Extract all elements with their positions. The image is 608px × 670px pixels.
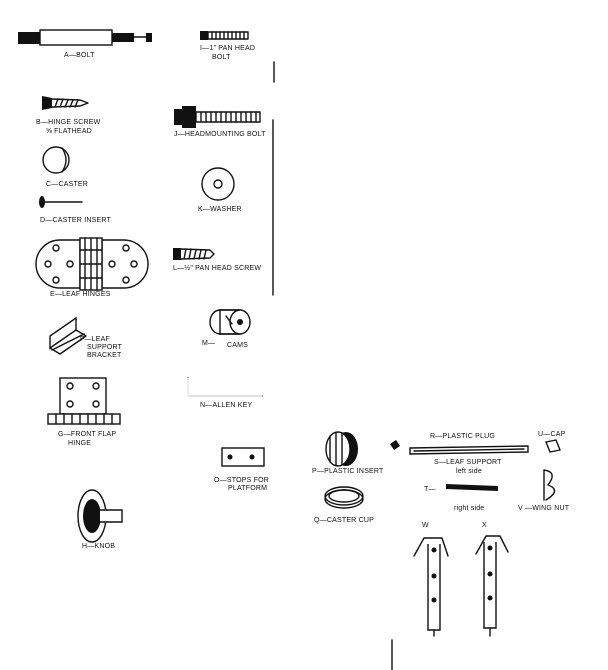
- part-f-leaf-support-bracket: F—LEAF SUPPORT BRACKET: [49, 316, 123, 359]
- part-r-plastic-plug: R—PLASTIC PLUG: [390, 433, 495, 450]
- label-d: D—CASTER INSERT: [40, 217, 111, 224]
- label-t-prefix: T—: [424, 486, 436, 493]
- label-m-text: CAMS: [227, 342, 248, 349]
- part-l-pan-head-screw: L—½" PAN HEAD SCREW: [173, 248, 261, 272]
- part-x-bracket: X: [475, 522, 509, 637]
- part-m-cams: M— CAMS: [202, 309, 251, 349]
- label-r: R—PLASTIC PLUG: [430, 433, 495, 440]
- label-p: P—PLASTIC INSERT: [312, 468, 384, 475]
- label-a: A—BOLT: [64, 52, 95, 59]
- label-x: X: [482, 522, 487, 529]
- label-v: V —WING NUT: [518, 505, 570, 512]
- label-i-line1: I—1" PAN HEAD: [200, 45, 255, 52]
- part-d-caster-insert: D—CASTER INSERT: [39, 196, 111, 224]
- part-j-headmounting-bolt: J—HEADMOUNTING BOLT: [174, 106, 266, 138]
- label-u: U—CAP: [538, 431, 566, 438]
- part-p-plastic-insert: P—PLASTIC INSERT: [312, 431, 384, 475]
- label-b-line2: ⅝ FLATHEAD: [46, 128, 92, 135]
- label-f-line1: F—LEAF: [80, 336, 110, 343]
- part-c-caster: C—CASTER: [42, 146, 88, 188]
- part-b-hinge-screw: B—HINGE SCREW ⅝ FLATHEAD: [36, 96, 101, 135]
- label-o-line2: PLATFORM: [228, 485, 267, 492]
- label-g-line1: G—FRONT FLAP: [58, 431, 116, 438]
- label-f-line3: BRACKET: [87, 352, 122, 359]
- label-s-line2: left side: [456, 468, 482, 475]
- part-t-leaf-support-right: T— right side: [424, 484, 498, 512]
- label-o-line1: O—STOPS FOR: [214, 477, 269, 484]
- label-w: W: [422, 522, 429, 529]
- label-j: J—HEADMOUNTING BOLT: [174, 131, 266, 138]
- label-t-text: right side: [454, 505, 484, 512]
- part-q-caster-cup: Q—CASTER CUP: [314, 486, 374, 524]
- part-k-washer: K—WASHER: [198, 167, 242, 213]
- label-q: Q—CASTER CUP: [314, 517, 374, 524]
- part-u-cap: U—CAP: [538, 431, 566, 453]
- part-i-pan-head-bolt: I—1" PAN HEAD BOLT: [200, 31, 255, 61]
- part-o-stops-for-platform: O—STOPS FOR PLATFORM: [214, 447, 269, 492]
- part-v-wing-nut: V —WING NUT: [518, 469, 570, 512]
- label-s-line1: S—LEAF SUPPORT: [434, 459, 502, 466]
- label-k: K—WASHER: [198, 206, 242, 213]
- label-i-line2: BOLT: [212, 54, 231, 61]
- label-l: L—½" PAN HEAD SCREW: [173, 264, 261, 272]
- label-f-line2: SUPPORT: [87, 344, 123, 351]
- label-g-line2: HINGE: [68, 440, 91, 447]
- label-b-line1: B—HINGE SCREW: [36, 119, 101, 126]
- part-e-leaf-hinges: E—LEAF HINGES: [35, 237, 149, 298]
- label-h: H—KNOB: [82, 543, 115, 550]
- label-m-prefix: M—: [202, 340, 215, 347]
- part-a-bolt: A—BOLT: [18, 29, 152, 59]
- part-g-front-flap-hinge: G—FRONT FLAP HINGE: [47, 377, 121, 447]
- label-c: C—CASTER: [46, 181, 88, 188]
- part-n-allen-key: N—ALLEN KEY: [187, 377, 263, 409]
- part-w-bracket: W: [413, 522, 449, 637]
- label-e: E—LEAF HINGES: [50, 291, 111, 298]
- part-h-knob: H—KNOB: [77, 489, 123, 550]
- part-s-leaf-support-left: S—LEAF SUPPORT left side: [409, 445, 529, 475]
- label-n: N—ALLEN KEY: [200, 402, 253, 409]
